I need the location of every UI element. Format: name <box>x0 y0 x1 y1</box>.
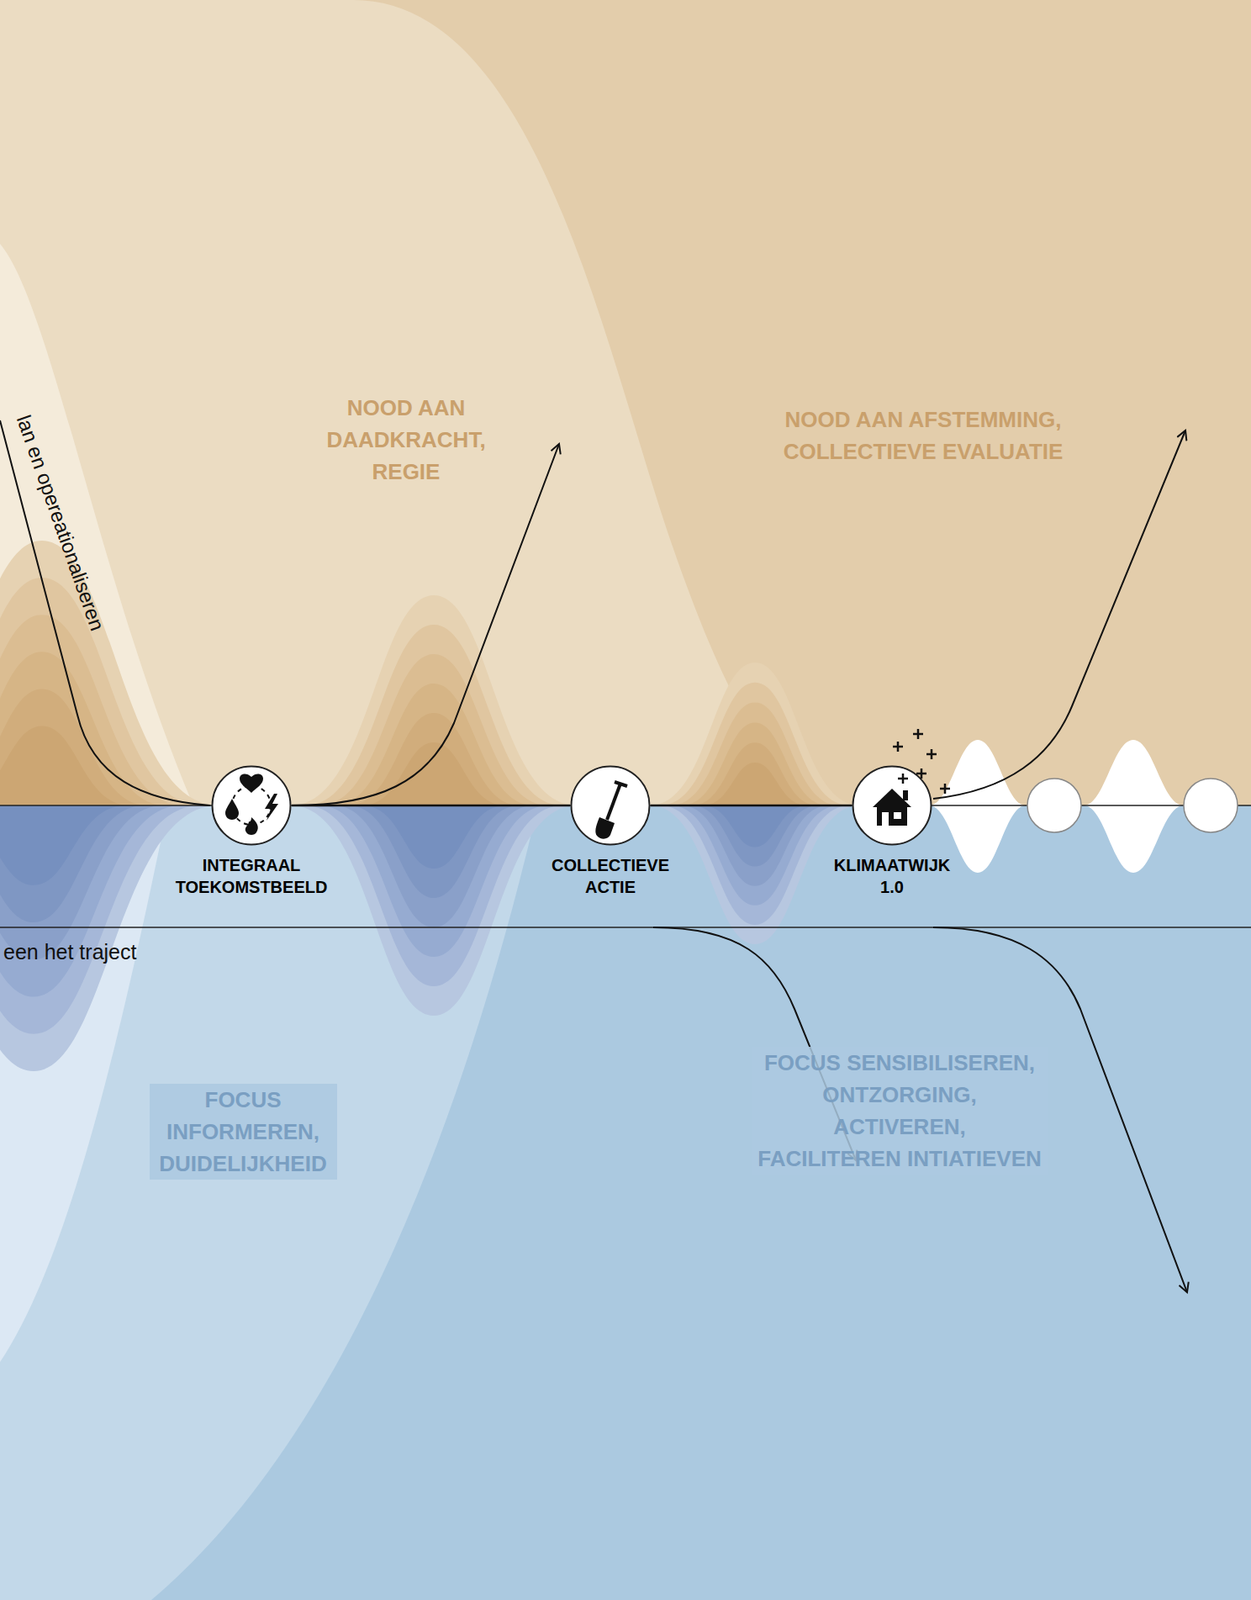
mound-layer <box>681 722 829 806</box>
white-bulb <box>929 739 1026 873</box>
wave-light <box>0 0 866 806</box>
lower-ground <box>0 805 1251 1600</box>
mound-layer <box>333 683 534 806</box>
empty-circle <box>1183 778 1238 833</box>
focus-label: FOCUS SENSIBILISEREN, ONTZORGING, ACTIVE… <box>751 1046 1049 1175</box>
energy-icon <box>225 773 279 835</box>
mound-layer <box>333 805 534 928</box>
milestone-label: INTEGRAAL TOEKOMSTBEELD <box>175 854 328 898</box>
white-bulb <box>1083 739 1184 873</box>
mound-layer <box>681 805 829 887</box>
timeline-connector <box>291 804 571 808</box>
mound-layer <box>670 702 840 806</box>
circle-outline <box>211 765 292 846</box>
mound-layer <box>0 805 219 1072</box>
mound-layer <box>0 805 127 886</box>
mound-layer <box>691 805 819 867</box>
mound-layer <box>702 762 808 806</box>
mound-layer <box>0 614 184 806</box>
track-note: een het traject <box>3 939 137 965</box>
mound-layer <box>649 662 861 806</box>
lower-line <box>0 926 1251 929</box>
house-icon <box>872 788 912 826</box>
mound-layer <box>0 726 131 807</box>
mound-layer <box>290 805 577 1016</box>
need-label: NOOD AAN AFSTEMMING, COLLECTIEVE EVALUAT… <box>763 403 1083 468</box>
mound-layer <box>305 624 563 806</box>
milestone-circle: INTEGRAAL TOEKOMSTBEELD <box>211 765 292 846</box>
mound-layer <box>0 540 219 806</box>
milestone-circle: KLIMAATWIJK 1.0 <box>851 765 933 846</box>
mound-layer <box>319 654 549 806</box>
need-label: NOOD AAN DAADKRACHT, REGIE <box>306 391 506 488</box>
mound-layer <box>362 805 506 869</box>
circle-outline <box>851 765 933 846</box>
mound-layer <box>0 805 164 960</box>
mound-layer <box>290 595 577 806</box>
mound-layer <box>691 742 819 806</box>
plus-marks <box>892 728 951 794</box>
mound-layer <box>702 805 808 848</box>
mound-layer <box>0 688 148 806</box>
mound-layer <box>660 682 850 806</box>
milestone-circle: COLLECTIEVE ACTIE <box>570 765 651 846</box>
trajectory-arrow <box>933 430 1186 799</box>
mound-layer <box>362 742 506 806</box>
milestone-label: COLLECTIEVE ACTIE <box>551 854 670 898</box>
mound-layer <box>305 805 563 987</box>
milestone-label: KLIMAATWIJK 1.0 <box>834 854 951 898</box>
trajectory-arrow <box>292 443 560 806</box>
empty-circle <box>1027 778 1082 833</box>
timeline-connector <box>650 804 852 808</box>
mound-layer <box>660 805 850 925</box>
upper-ground <box>0 0 1251 806</box>
rotated-note: lan en opereationaliseren <box>11 411 110 634</box>
shovel-icon <box>595 781 628 840</box>
mound-layer <box>0 805 145 923</box>
mound-layer <box>348 805 520 898</box>
mound-layer <box>670 805 840 906</box>
mound-layer <box>649 805 861 945</box>
focus-label: FOCUS INFORMEREN, DUIDELIJKHEID <box>149 1083 338 1180</box>
mound-layer <box>0 651 166 806</box>
mound-layer <box>319 805 549 957</box>
circle-outline <box>570 765 651 846</box>
mound-layer <box>0 805 182 998</box>
mound-layer <box>348 712 520 806</box>
mound-layer <box>0 805 201 1035</box>
